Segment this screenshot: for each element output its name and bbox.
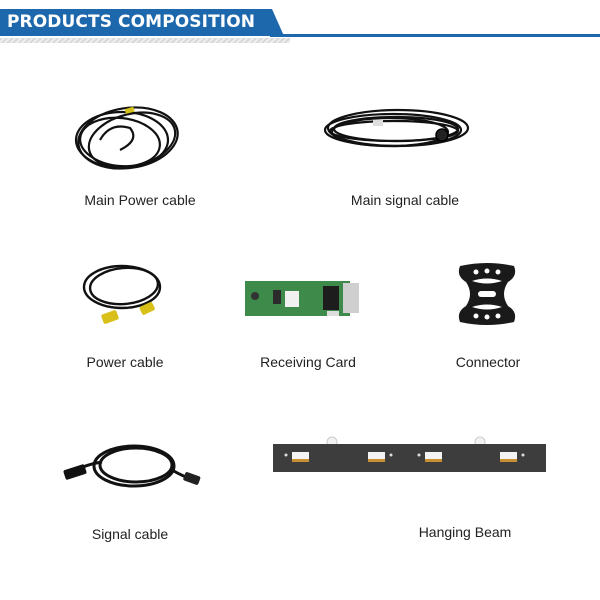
main-signal-cable-image bbox=[323, 108, 470, 148]
product-label: Power cable bbox=[86, 354, 164, 370]
header-rule-line bbox=[270, 34, 600, 37]
banner-shape bbox=[0, 9, 284, 36]
header-hatch-stripe bbox=[0, 38, 290, 43]
connector-image bbox=[458, 263, 516, 325]
receiving-card-image bbox=[245, 281, 359, 316]
product-label: Signal cable bbox=[91, 526, 169, 542]
hanging-beam-image bbox=[273, 436, 546, 472]
product-label: Main signal cable bbox=[350, 192, 460, 208]
power-cable-image bbox=[82, 264, 162, 324]
product-label: Main Power cable bbox=[84, 192, 196, 208]
section-title: PRODUCTS COMPOSITION bbox=[7, 12, 256, 32]
product-label: Receiving Card bbox=[260, 354, 356, 370]
section-header-banner bbox=[0, 9, 284, 36]
product-label: Hanging Beam bbox=[418, 524, 512, 540]
signal-cable-image bbox=[63, 444, 201, 488]
product-label: Connector bbox=[455, 354, 521, 370]
main-power-cable-image bbox=[74, 106, 179, 170]
